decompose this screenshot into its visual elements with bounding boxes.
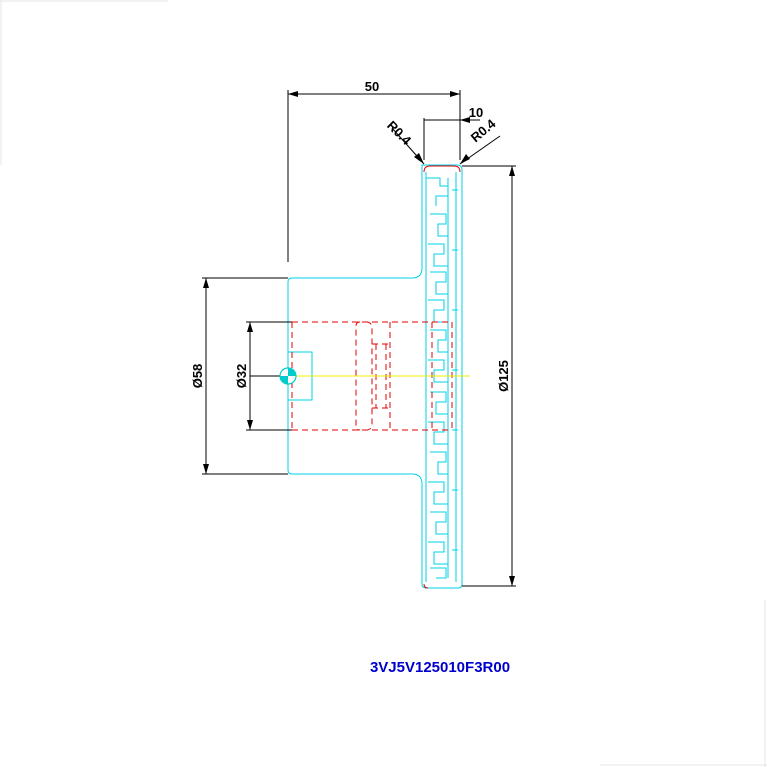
dimension-arrows bbox=[203, 91, 515, 586]
part-number-label: 3VJ5V125010F3R00 bbox=[370, 659, 510, 676]
dim-bore-diameter: Ø32 bbox=[234, 364, 249, 389]
dim-radius-left: R0.4 bbox=[384, 118, 415, 149]
dim-outer-diameter: Ø125 bbox=[496, 360, 511, 392]
center-mark-icon bbox=[279, 367, 297, 385]
dim-overall-length: 50 bbox=[365, 79, 379, 94]
dim-hub-diameter: Ø58 bbox=[190, 364, 205, 389]
edge-fillets bbox=[423, 165, 461, 589]
dim-blade-width: 10 bbox=[469, 105, 483, 120]
segment-teeth bbox=[426, 177, 458, 579]
dimension-lines bbox=[202, 90, 516, 587]
